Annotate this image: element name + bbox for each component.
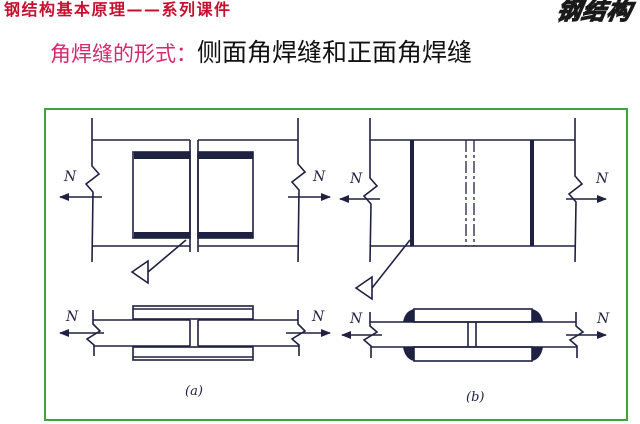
- cover-plate-top: [413, 308, 533, 323]
- force-label: N: [595, 171, 609, 187]
- break-line-left: [362, 312, 379, 358]
- front-weld-top-right: [532, 309, 543, 322]
- break-line-right: [568, 312, 585, 358]
- break-line-left: [84, 118, 101, 263]
- weld-leader-line: [147, 239, 187, 273]
- side-weld-bottom-left: [134, 232, 190, 238]
- force-label: N: [596, 311, 610, 327]
- weld-symbol: [130, 259, 149, 285]
- figure-b-plan-view: [339, 118, 607, 301]
- force-label: N: [349, 311, 363, 327]
- front-weld-bottom-left: [403, 347, 414, 361]
- force-label: N: [63, 169, 77, 185]
- front-weld-bottom-right: [532, 347, 543, 361]
- side-weld-top-left: [134, 152, 190, 159]
- force-label: N: [311, 309, 325, 325]
- course-header: 钢结构基本原理——系列课件: [4, 0, 232, 19]
- figure-a-caption: (a): [185, 384, 203, 399]
- front-weld-top-left: [403, 309, 414, 322]
- break-line-right: [567, 118, 584, 263]
- cover-plate-right: [197, 151, 254, 239]
- slide-title-prefix: 角焊缝的形式：: [50, 42, 197, 66]
- cover-plate-left: [132, 151, 191, 239]
- slide-title: 角焊缝的形式：侧面角焊缝和正面角焊缝: [50, 37, 472, 72]
- break-line-left: [85, 310, 102, 356]
- side-weld-top-right: [198, 152, 253, 159]
- break-line-right: [290, 310, 307, 356]
- cover-plate-bottom: [413, 346, 533, 362]
- force-label: N: [312, 169, 326, 185]
- figure-b-caption: (b): [466, 390, 484, 405]
- force-label: N: [65, 309, 79, 325]
- break-line-right: [290, 118, 307, 263]
- weld-leader-line: [371, 239, 411, 289]
- weld-symbol: [354, 275, 373, 301]
- cover-plate-top: [132, 305, 254, 320]
- figure-b-elevation-view: [341, 308, 607, 362]
- side-weld-bottom-right: [198, 232, 253, 238]
- force-label: N: [349, 171, 363, 187]
- slide-title-main: 侧面角焊缝和正面角焊缝: [197, 38, 473, 67]
- figure-a-plan-view: [59, 118, 331, 285]
- cover-plate-bottom: [132, 346, 254, 361]
- figure-a-elevation-view: [59, 305, 331, 361]
- break-line-left: [362, 118, 379, 263]
